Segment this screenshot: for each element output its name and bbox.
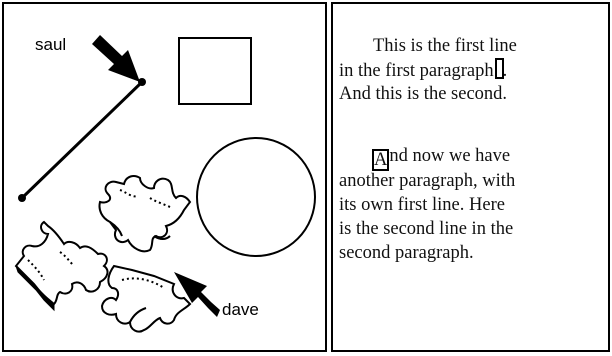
- paragraph-2-line-2: another paragraph, with: [339, 169, 515, 193]
- puzzle-piece-left[interactable]: [16, 222, 107, 310]
- paragraph-1-line-1: This is the first line: [373, 34, 517, 58]
- user-label-dave: dave: [222, 300, 259, 320]
- paragraph-2-line-3: its own first line. Here: [339, 193, 505, 217]
- paragraph-1-line-2: in the first paragraph.: [339, 58, 507, 83]
- paragraph-1-line-2-text: in the first paragraph: [339, 61, 494, 81]
- rectangle-shape[interactable]: [179, 38, 251, 104]
- circle-shape[interactable]: [197, 138, 315, 256]
- text-editor[interactable]: This is the first line in the first para…: [331, 2, 610, 352]
- line-endpoint-handle[interactable]: [18, 194, 26, 202]
- remote-user-caret-selection: A: [372, 149, 389, 171]
- remote-user-caret: [495, 58, 504, 79]
- paragraph-2-line-5: second paragraph.: [339, 241, 474, 265]
- drawing-canvas[interactable]: saul dave: [2, 2, 327, 352]
- paragraph-2-line-4: is the second line in the: [339, 217, 513, 241]
- saul-cursor-arrow: [92, 35, 140, 82]
- drawing-surface[interactable]: [4, 4, 325, 350]
- paragraph-2-line-1-text: nd now we have: [389, 146, 510, 166]
- line-endpoint-handle[interactable]: [138, 78, 146, 86]
- paragraph-1-line-3: And this is the second.: [339, 82, 507, 106]
- user-label-saul: saul: [35, 35, 66, 55]
- puzzle-piece-top[interactable]: [99, 176, 190, 251]
